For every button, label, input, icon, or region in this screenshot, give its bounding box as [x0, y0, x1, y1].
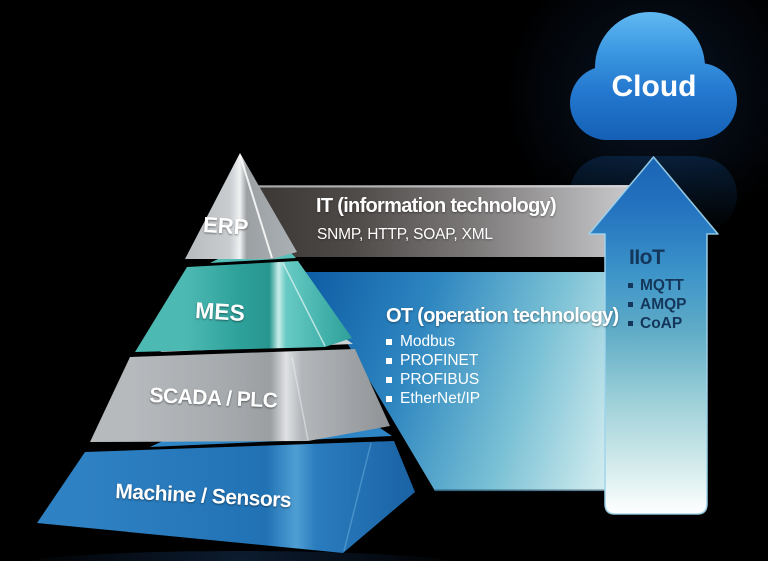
cloud-label: Cloud	[611, 70, 697, 103]
cloud-shape	[570, 12, 737, 140]
bullet-square-icon	[628, 283, 633, 288]
pyramid-reflection	[27, 551, 453, 561]
pyramid-level-scada-shape	[90, 349, 390, 442]
list-item: AMQP	[628, 295, 687, 314]
pyramid-level-machine-shape	[37, 441, 415, 553]
iiot-protocol: AMQP	[640, 295, 687, 313]
pyramid-level-erp-shape	[185, 153, 297, 259]
ot-protocol: EtherNet/IP	[400, 389, 481, 407]
pyramid-level-erp-label: ERP	[202, 212, 250, 240]
list-item: PROFIBUS	[386, 370, 480, 389]
iiot-protocol-list: MQTT AMQP CoAP	[628, 276, 687, 333]
pyramid-level-mes-label: MES	[194, 297, 246, 326]
it-band-title: IT (information technology)	[316, 195, 557, 217]
ot-protocol-list: Modbus PROFINET PROFIBUS EtherNet/IP	[386, 332, 480, 408]
list-item: CoAP	[628, 314, 687, 333]
ot-protocol: PROFINET	[400, 351, 479, 369]
list-item: MQTT	[628, 276, 687, 295]
ot-protocol: Modbus	[400, 332, 456, 350]
bullet-square-icon	[628, 321, 633, 326]
bullet-square-icon	[386, 357, 392, 364]
it-band-protocols: SNMP, HTTP, SOAP, XML	[317, 226, 493, 243]
list-item: EtherNet/IP	[386, 389, 480, 408]
bullet-square-icon	[386, 395, 392, 402]
list-item: Modbus	[386, 332, 480, 351]
iiot-arrow-shape	[588, 156, 719, 515]
pyramid-level-mes-shape	[135, 261, 352, 352]
list-item: PROFINET	[386, 351, 480, 370]
it-band-shape	[252, 185, 660, 257]
iiot-protocol: MQTT	[640, 276, 684, 294]
ot-protocol: PROFIBUS	[400, 370, 480, 388]
bullet-square-icon	[628, 302, 633, 307]
bullet-square-icon	[386, 376, 392, 383]
iiot-protocol: CoAP	[640, 314, 683, 332]
ot-band-title: OT (operation technology)	[386, 305, 619, 327]
bullet-square-icon	[386, 338, 392, 345]
iiot-arrow-title: IIoT	[629, 246, 665, 269]
